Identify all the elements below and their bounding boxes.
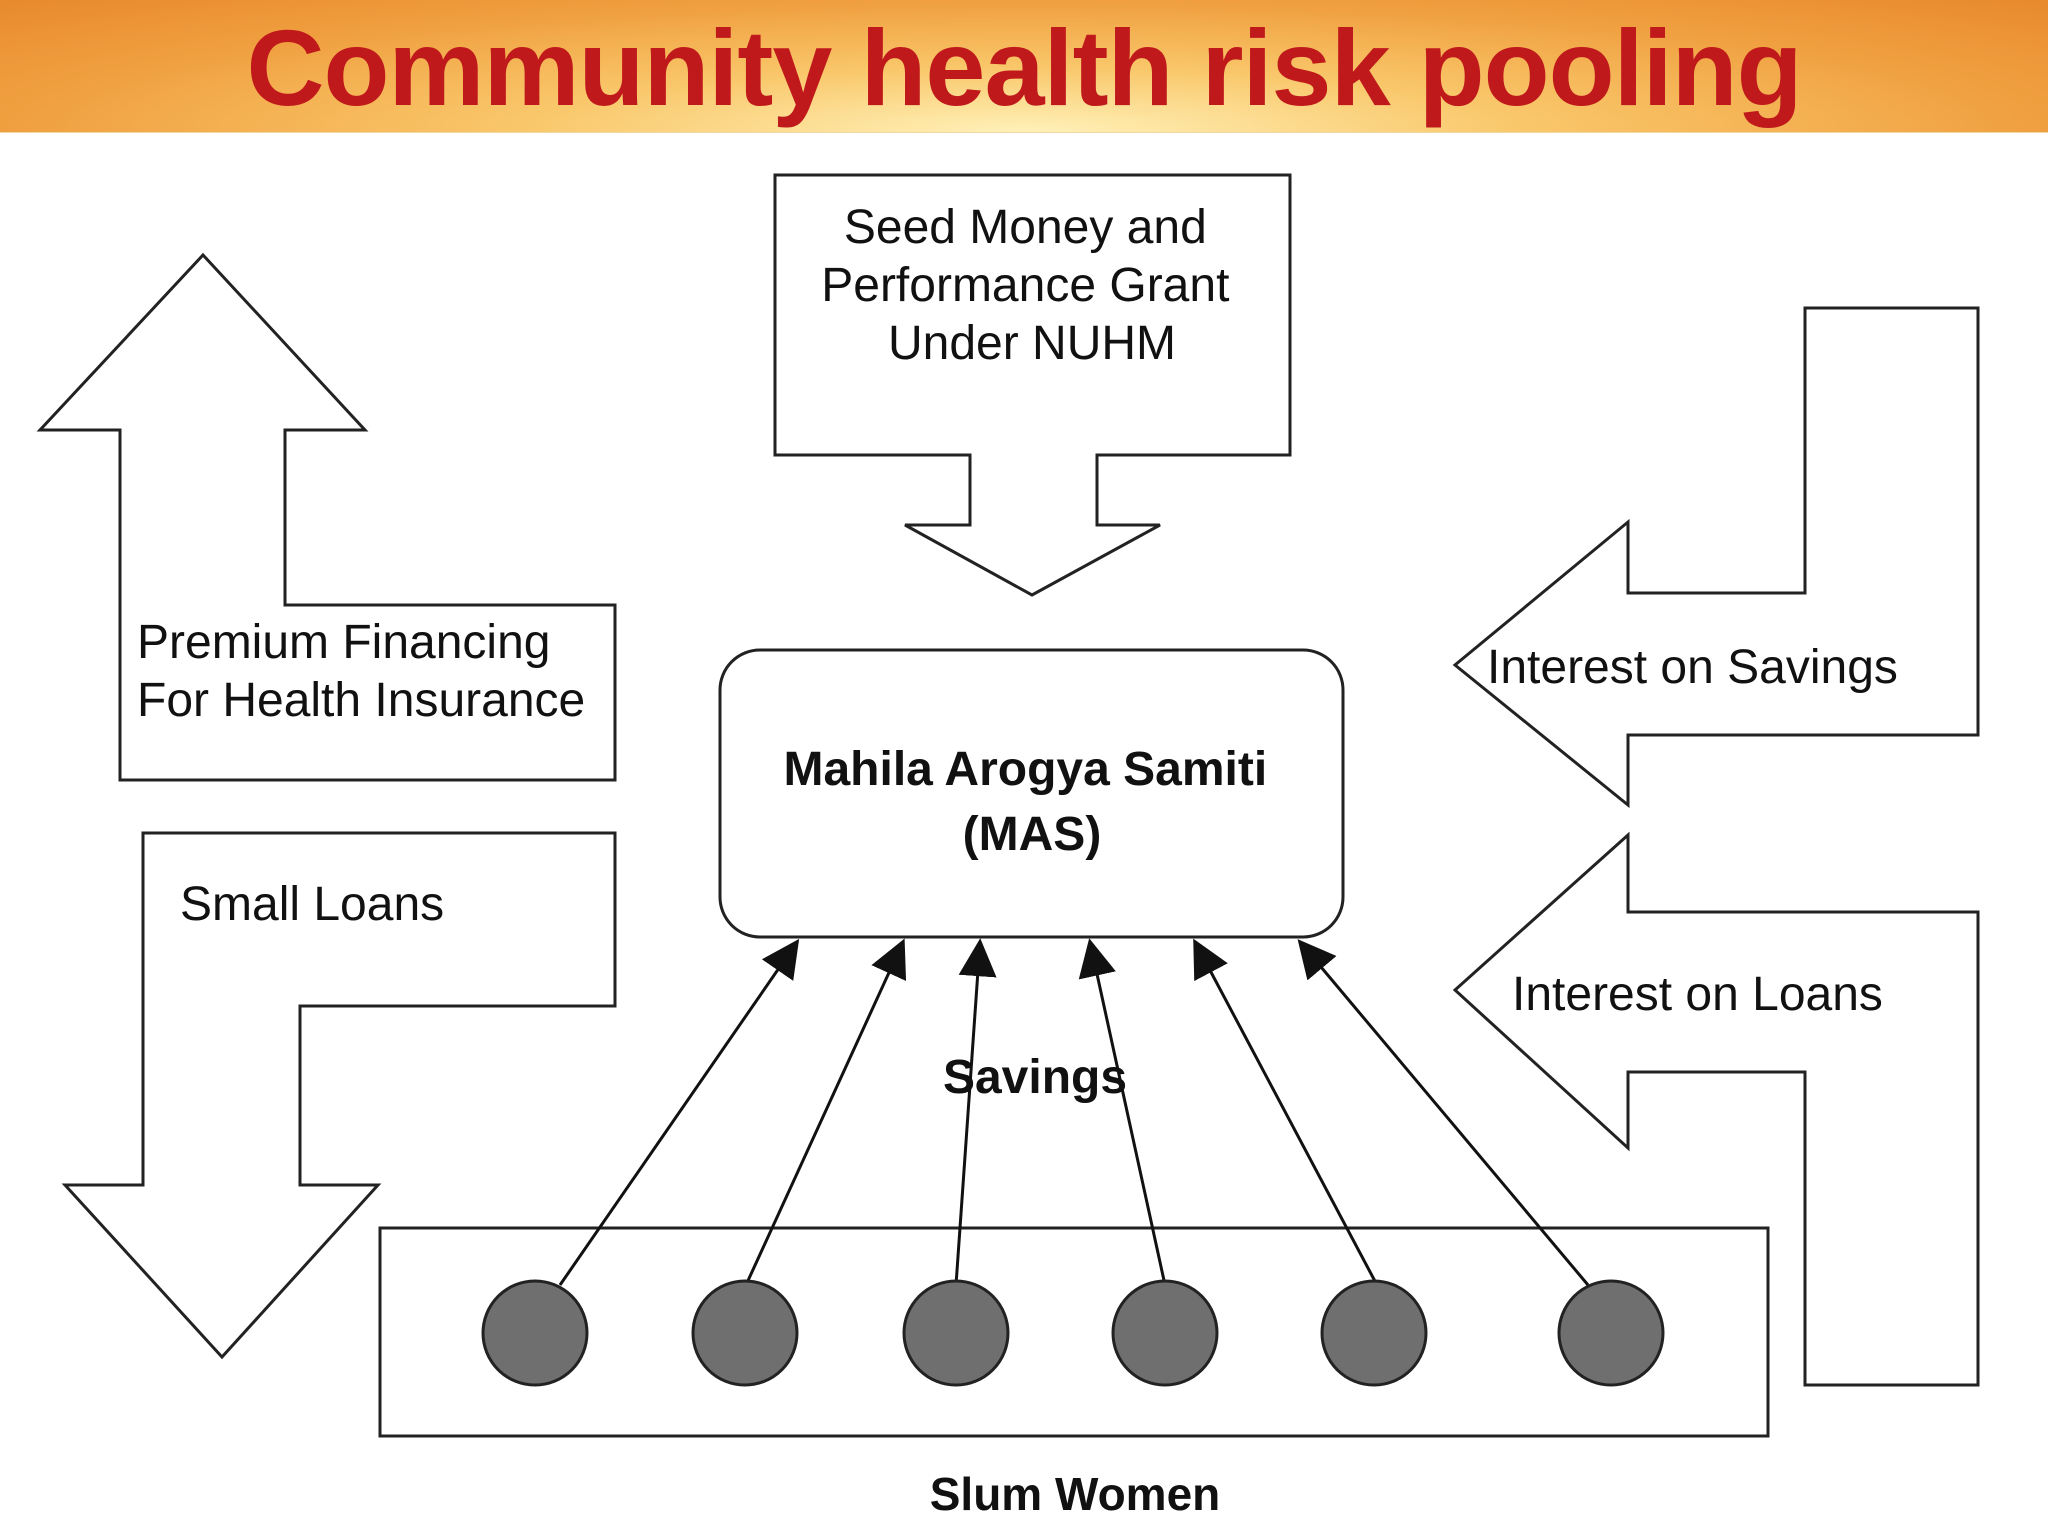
title-banner: Community health risk pooling xyxy=(0,0,2048,133)
interest-loans-arrow xyxy=(1452,831,1980,1387)
seed-money-arrow xyxy=(773,173,1292,597)
savings-arrow xyxy=(744,938,907,1286)
savings-arrow xyxy=(1193,938,1379,1286)
premium-financing-arrow xyxy=(36,252,617,782)
savings-arrow xyxy=(954,938,997,1286)
seed-money-label: Seed Money and Performance Grant Under N… xyxy=(821,201,1243,370)
mas-box xyxy=(718,648,1345,939)
member-circle xyxy=(1320,1279,1428,1387)
interest-savings-arrow xyxy=(1452,306,1980,809)
savings-arrow xyxy=(558,938,800,1286)
savings-arrow xyxy=(1078,938,1167,1286)
member-circle xyxy=(1557,1279,1665,1387)
mas-label: Mahila Arogya Samiti (MAS) xyxy=(783,743,1280,861)
member-circle xyxy=(1111,1279,1219,1387)
savings-label: Savings xyxy=(943,1051,1127,1104)
slum-women-label: Slum Women xyxy=(930,1468,1221,1520)
premium-financing-label: Premium Financing For Health Insurance xyxy=(137,616,585,727)
savings-arrow xyxy=(1297,939,1590,1286)
small-loans-label: Small Loans xyxy=(180,878,444,931)
members xyxy=(481,1279,1665,1387)
small-loans-arrow xyxy=(61,831,617,1360)
member-circle xyxy=(691,1279,799,1387)
interest-loans-label: Interest on Loans xyxy=(1512,968,1883,1021)
member-circle xyxy=(481,1279,589,1387)
slum-women-box xyxy=(378,1226,1770,1438)
member-circle xyxy=(902,1279,1010,1387)
slide-title: Community health risk pooling xyxy=(246,7,1802,128)
savings-arrows xyxy=(558,938,1590,1286)
interest-savings-label: Interest on Savings xyxy=(1487,641,1898,694)
